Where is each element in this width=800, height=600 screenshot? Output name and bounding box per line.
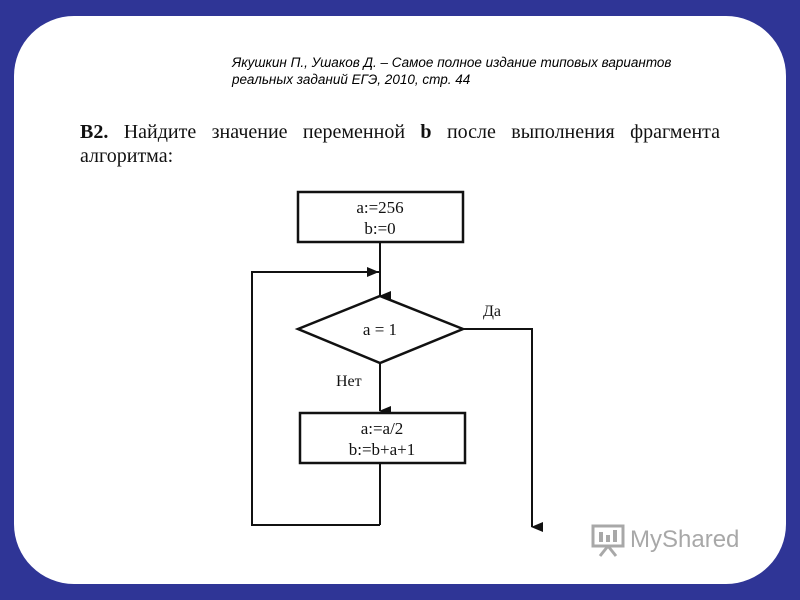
presentation-board-icon <box>591 524 625 557</box>
citation-line-1: Якушкин П., Ушаков Д. – Самое полное изд… <box>232 55 672 70</box>
body-line-2: b:=b+a+1 <box>349 440 416 459</box>
init-line-2: b:=0 <box>364 219 395 238</box>
task-statement: B2. Найдите значение переменной b после … <box>80 120 720 168</box>
body-line-1: a:=a/2 <box>361 419 404 438</box>
slide-card: Якушкин П., Ушаков Д. – Самое полное изд… <box>14 16 786 584</box>
task-variable: b <box>420 121 432 143</box>
task-text-before: Найдите значение переменной <box>123 121 406 143</box>
init-line-1: a:=256 <box>356 198 403 217</box>
task-text-after: после выполнения фрагмента алгоритма: <box>80 121 721 167</box>
citation-line-2: реальных заданий ЕГЭ, 2010, стр. 44 <box>232 72 471 87</box>
citation: Якушкин П., Ушаков Д. – Самое полное изд… <box>232 54 772 88</box>
body-block <box>298 411 467 465</box>
loop-back-line <box>251 271 380 526</box>
yes-label: Да <box>483 303 501 320</box>
watermark: MyShared <box>590 520 739 560</box>
condition-text: a = 1 <box>363 320 397 339</box>
yes-branch-line <box>463 328 533 524</box>
task-number: B2. <box>80 121 109 143</box>
watermark-text: MyShared <box>630 526 740 553</box>
no-label: Нет <box>336 373 362 390</box>
